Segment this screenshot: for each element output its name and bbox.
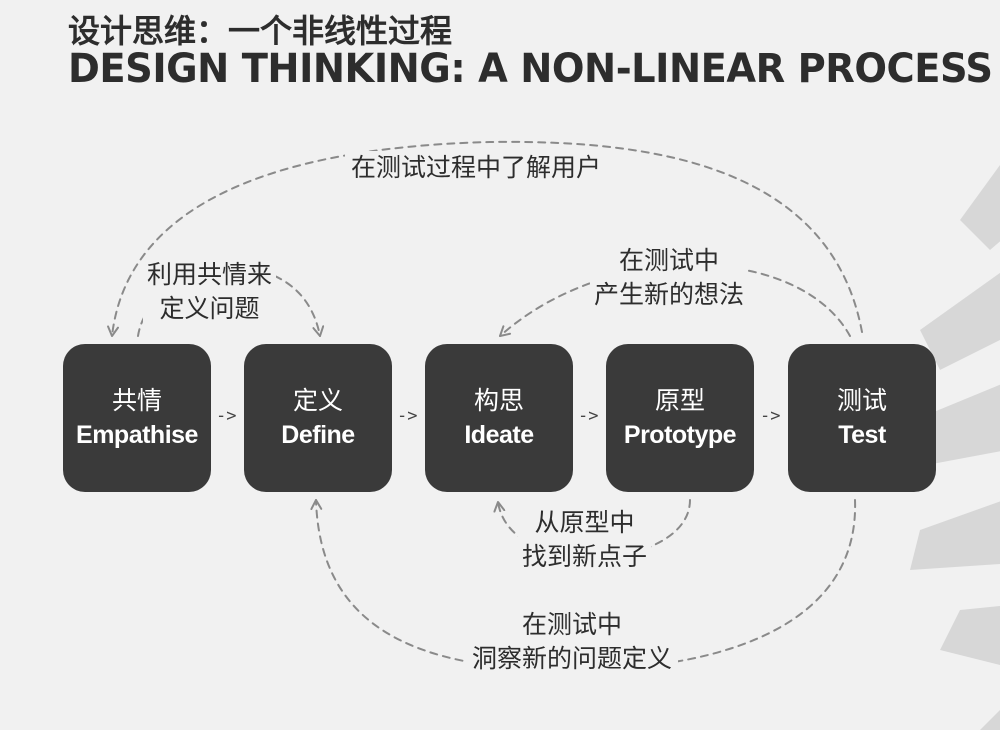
stage-label-en: Test — [838, 421, 886, 449]
page-title-english: DESIGN THINKING: A NON-LINEAR PROCESS — [68, 46, 993, 92]
stage-prototype: 原型 Prototype — [606, 344, 754, 492]
background-watermark — [890, 165, 1000, 730]
loop-arc-test-to-empathise — [107, 140, 863, 337]
loop-label-test-to-empathise: 在测试过程中了解用户 — [345, 151, 608, 185]
loop-label-line: 在测试中 — [522, 610, 623, 639]
stage-label-en: Define — [281, 421, 355, 449]
loop-label-line: 定义问题 — [159, 294, 260, 323]
stage-label-cn: 原型 — [654, 386, 705, 415]
loop-label-line: 找到新点子 — [522, 542, 648, 571]
stage-empathise: 共情 Empathise — [63, 344, 211, 492]
stage-label-en: Empathise — [76, 421, 198, 449]
stage-label-cn: 测试 — [836, 386, 887, 415]
loop-label-line: 产生新的想法 — [594, 280, 745, 309]
loop-label-line: 从原型中 — [534, 508, 635, 537]
loop-label-test-to-define: 在测试中 洞察新的问题定义 — [466, 608, 679, 676]
stage-ideate: 构思 Ideate — [425, 344, 573, 492]
stage-label-en: Prototype — [623, 421, 737, 449]
step-arrow-empathise-define: -> — [216, 406, 237, 426]
loop-label-line: 洞察新的问题定义 — [472, 644, 673, 673]
loop-label-empathise-to-define: 利用共情来 定义问题 — [143, 258, 277, 326]
step-arrow-ideate-prototype: -> — [578, 406, 599, 426]
stage-test: 测试 Test — [788, 344, 936, 492]
stage-label-en: Ideate — [464, 421, 534, 449]
loop-label-test-to-ideate: 在测试中 产生新的想法 — [590, 244, 749, 312]
step-arrow-prototype-test: -> — [760, 406, 781, 426]
page-title-chinese: 设计思维：一个非线性过程 — [68, 12, 453, 50]
stage-label-cn: 共情 — [111, 386, 162, 415]
stage-label-cn: 定义 — [292, 386, 343, 415]
stage-label-cn: 构思 — [473, 386, 524, 415]
step-arrow-define-ideate: -> — [397, 406, 418, 426]
loop-label-line: 在测试中 — [619, 246, 720, 275]
stage-define: 定义 Define — [244, 344, 392, 492]
loop-label-line: 在测试过程中了解用户 — [351, 153, 602, 182]
loop-label-prototype-to-ideate: 从原型中 找到新点子 — [518, 506, 652, 574]
loop-label-line: 利用共情来 — [147, 260, 273, 289]
